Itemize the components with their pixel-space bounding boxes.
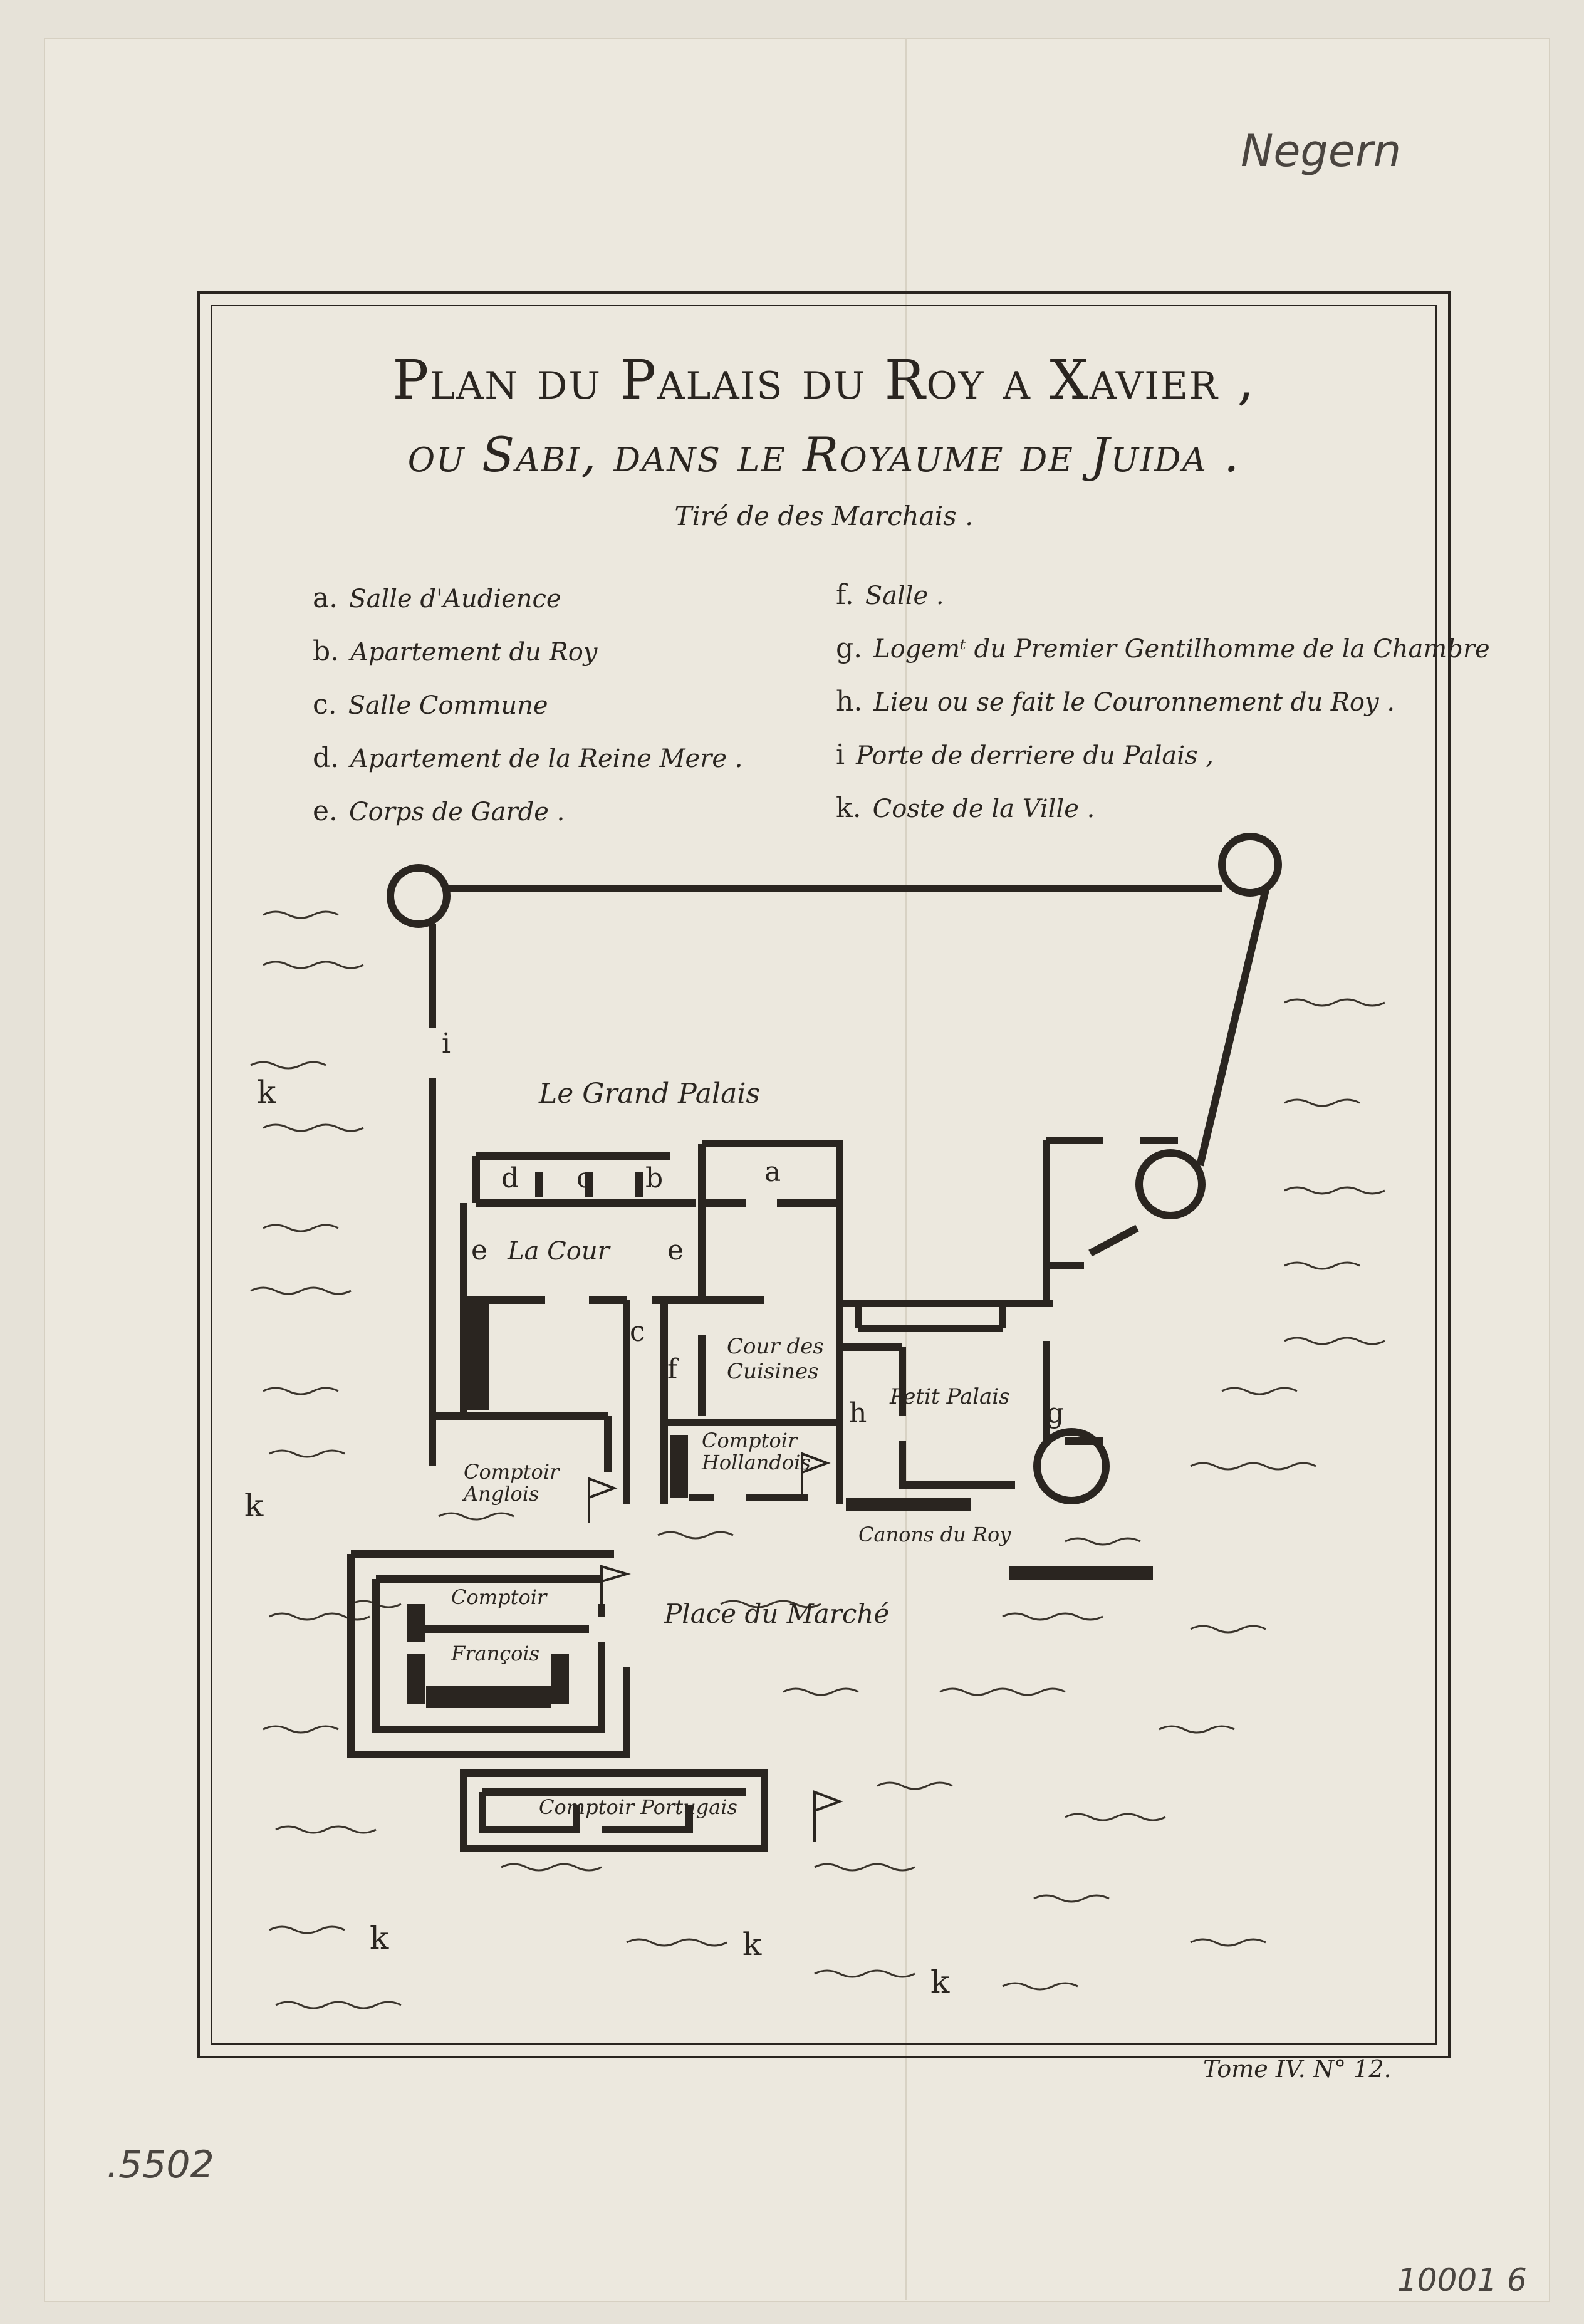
enclosure-wall xyxy=(387,833,1282,1504)
letter-k4: k xyxy=(742,1926,762,1962)
label-la-cour: La Cour xyxy=(507,1237,612,1266)
plate-number: Tome IV. N° 12. xyxy=(1203,2055,1392,2083)
paper-sheet xyxy=(44,38,1550,2302)
label-place-du-marche: Place du Marché xyxy=(664,1598,889,1629)
letter-k1: k xyxy=(257,1074,276,1110)
legend-item-d: d.Apartement de la Reine Mere . xyxy=(313,742,743,774)
label-canons-du-roy: Canons du Roy xyxy=(858,1523,1011,1546)
label-cour-des-cuisines-2: Cuisines xyxy=(727,1359,819,1384)
letter-f: f xyxy=(667,1353,679,1385)
label-grand-palais: Le Grand Palais xyxy=(538,1078,760,1110)
letter-b: b xyxy=(645,1162,663,1194)
label-comptoir-hollandois-1: Comptoir xyxy=(702,1429,798,1452)
map-letters: a b c c d e e f g h i k k k k k xyxy=(244,1028,1064,2000)
letter-i: i xyxy=(442,1028,451,1060)
solid-wall-blocks xyxy=(464,1297,688,1498)
label-comptoir-anglois-1: Comptoir xyxy=(464,1460,560,1484)
label-petit-palais: Petit Palais xyxy=(889,1384,1010,1409)
letter-c2: c xyxy=(630,1316,645,1348)
engraving-plate: Plan du Palais du Roy a Xavier , ou Sabi… xyxy=(197,291,1490,2058)
plate-inner-border xyxy=(211,305,1437,2045)
wave-marks xyxy=(250,910,1385,2009)
map-title-line2: ou Sabi, dans le Royaume de Juida . xyxy=(407,427,1241,482)
legend-item-b: b.Apartement du Roy xyxy=(313,635,598,667)
comptoir-portugais-walls xyxy=(460,1769,768,1852)
letter-k2: k xyxy=(244,1488,264,1524)
handwritten-note-top: Negern xyxy=(1241,125,1402,177)
letter-e: e xyxy=(471,1234,487,1266)
letter-c: c xyxy=(576,1162,592,1194)
map-labels: Le Grand Palais La Cour Cour des Cuisine… xyxy=(451,1078,1011,1819)
cannons-row xyxy=(846,1498,1153,1580)
label-comptoir-hollandois-2: Hollandois xyxy=(701,1451,811,1474)
comptoir-francois-walls xyxy=(347,1550,630,1758)
handwritten-note-bottom-right: 10001 6 xyxy=(1397,2262,1527,2298)
comptoir-francois-blocks xyxy=(407,1604,569,1708)
handwritten-note-bottom-left: .5502 xyxy=(107,2143,214,2187)
label-comptoir-francois-2: François xyxy=(451,1642,539,1665)
legend-item-a: a.Salle d'Audience xyxy=(313,582,561,614)
legend-item-h: h.Lieu ou se fait le Couronnement du Roy… xyxy=(836,685,1395,717)
legend-item-c: c.Salle Commune xyxy=(313,689,548,721)
label-cour-des-cuisines-1: Cour des xyxy=(727,1334,824,1359)
grand-palais-walls xyxy=(432,1140,1053,1504)
legend-item-e: e.Corps de Garde . xyxy=(313,795,565,827)
map-subtitle: Tiré de des Marchais . xyxy=(674,501,974,531)
letter-k5: k xyxy=(930,1964,950,2000)
legend-item-k: k.Coste de la Ville . xyxy=(836,792,1095,824)
letter-a: a xyxy=(764,1156,781,1188)
legend-item-g: g.Logemᵗ du Premier Gentilhomme de la Ch… xyxy=(836,632,1490,664)
letter-k3: k xyxy=(370,1920,389,1956)
letter-g: g xyxy=(1046,1397,1064,1429)
fold-crease xyxy=(905,38,907,2300)
letter-d: d xyxy=(501,1162,519,1194)
label-comptoir-portugais: Comptoir Portugais xyxy=(539,1795,737,1819)
label-comptoir-anglois-2: Anglois xyxy=(462,1482,539,1506)
flag-icons xyxy=(588,1452,843,1842)
legend-item-f: f.Salle . xyxy=(836,579,944,611)
label-comptoir-francois-1: Comptoir xyxy=(451,1585,548,1609)
letter-e2: e xyxy=(667,1234,684,1266)
map-title-line1: Plan du Palais du Roy a Xavier , xyxy=(392,349,1256,412)
letter-h: h xyxy=(849,1397,867,1429)
